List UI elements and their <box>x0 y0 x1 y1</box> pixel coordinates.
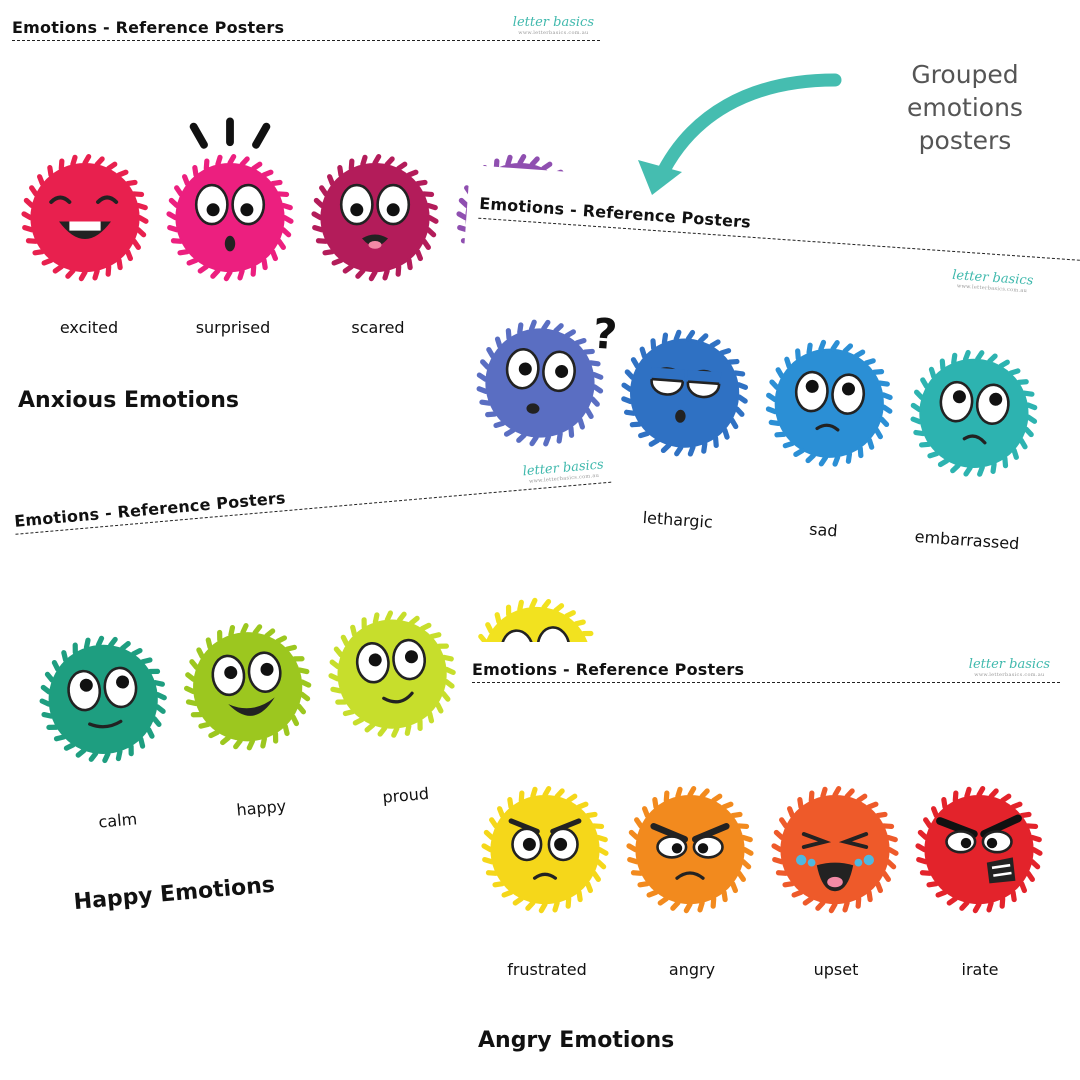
poster-header-title: Emotions - Reference Posters <box>472 660 745 679</box>
fuzzy-monster-icon <box>481 786 609 914</box>
fuzzy-monster-icon <box>765 339 893 467</box>
monster-happy <box>177 614 318 755</box>
monster-frustrated <box>480 782 610 914</box>
poster-angry: Emotions - Reference Posters letter basi… <box>468 642 1080 1080</box>
fuzzy-monster-icon: ? <box>476 309 619 447</box>
fuzzy-monster-icon <box>328 610 456 738</box>
monster-calm <box>33 626 174 767</box>
monster-surprised <box>165 117 295 282</box>
svg-text:?: ? <box>591 309 618 360</box>
label-angry: angry <box>668 960 716 979</box>
curved-arrow-icon <box>638 73 842 195</box>
fuzzy-monster-icon <box>166 117 294 282</box>
poster-sad: Emotions - Reference Posters letter basi… <box>439 165 1080 649</box>
label-embarrassed: embarrassed <box>914 526 1020 554</box>
monster-lethargic <box>615 321 754 460</box>
label-lethargic: lethargic <box>642 507 714 532</box>
fuzzy-monster-icon <box>39 635 167 764</box>
heading-happy: Happy Emotions <box>72 872 276 916</box>
heading-anxious: Anxious Emotions <box>18 388 239 413</box>
fuzzy-monster-icon <box>621 329 749 457</box>
label-sad: sad <box>808 519 839 541</box>
poster-header-title: Emotions - Reference Posters <box>12 18 285 37</box>
label-frustrated: frustrated <box>507 960 587 979</box>
monster-irate <box>914 782 1044 914</box>
header-dashed-line <box>12 40 600 41</box>
monster-sad <box>760 331 899 470</box>
monster-scared <box>310 150 440 282</box>
fuzzy-monster-icon <box>21 154 149 282</box>
fuzzy-monster-icon <box>626 786 754 914</box>
monster-upset <box>770 782 900 914</box>
label-proud: proud <box>381 783 430 807</box>
label-irate: irate <box>961 960 999 979</box>
fuzzy-monster-icon <box>915 786 1043 914</box>
label-scared: scared <box>351 318 405 337</box>
monster-proud <box>321 601 462 742</box>
monster-excited <box>20 150 150 282</box>
fuzzy-monster-icon <box>183 623 312 751</box>
poster-header-title: Emotions - Reference Posters <box>13 488 287 531</box>
monster-confused: ? <box>471 309 619 450</box>
label-happy: happy <box>235 796 287 820</box>
annotation-line: Grouped <box>911 60 1019 89</box>
annotation-line: emotions <box>907 93 1023 122</box>
monster-angry <box>625 782 755 914</box>
heading-angry: Angry Emotions <box>478 1028 675 1053</box>
monster-embarrassed <box>905 341 1044 480</box>
annotation-note: Grouped emotions posters <box>870 58 1060 157</box>
label-excited: excited <box>59 318 119 337</box>
annotation-line: posters <box>918 126 1012 155</box>
label-upset: upset <box>813 960 859 979</box>
header-dashed-line <box>472 682 1060 683</box>
header-dashed-line <box>478 217 1080 262</box>
label-surprised: surprised <box>195 318 271 337</box>
fuzzy-monster-icon <box>910 349 1038 477</box>
fuzzy-monster-icon <box>311 154 439 282</box>
label-calm: calm <box>97 809 138 832</box>
fuzzy-monster-icon <box>771 786 899 914</box>
